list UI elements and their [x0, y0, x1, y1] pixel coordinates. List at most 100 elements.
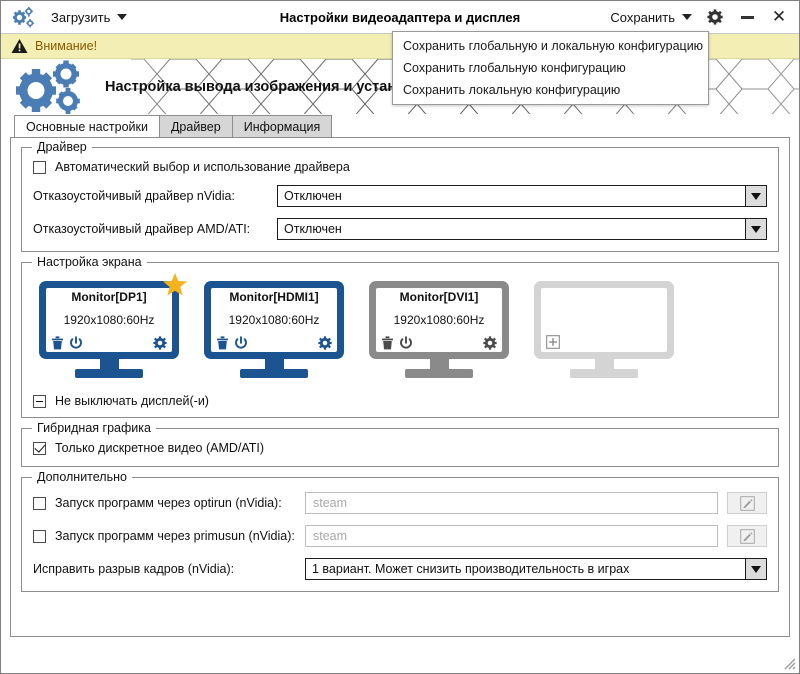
tab-content-panel: Драйвер Автоматический выбор и использов… — [10, 137, 790, 637]
chevron-down-icon[interactable] — [745, 186, 766, 206]
driver-group-legend: Драйвер — [32, 140, 92, 154]
warning-triangle-icon — [11, 39, 28, 53]
save-dropdown-menu[interactable]: Сохранить глобальную и локальную конфигу… — [392, 31, 709, 105]
close-icon: ✕ — [771, 7, 787, 26]
title-bar: Загрузить Настройки видеоадаптера и дисп… — [1, 1, 799, 34]
primusun-input[interactable]: steam — [305, 525, 718, 547]
gear-icon[interactable] — [153, 336, 167, 350]
tearfix-row: Исправить разрыв кадров (nVidia): 1 вари… — [33, 558, 767, 580]
save-menu-button[interactable]: Сохранить — [610, 10, 692, 25]
discrete-only-checkbox[interactable] — [33, 441, 46, 455]
tab-label: Основные настройки — [26, 119, 148, 134]
monitor-resolution: 1920x1080:60Hz — [228, 312, 320, 327]
monitor-resolution: 1920x1080:60Hz — [63, 312, 155, 327]
amd-fallback-value: Отключен — [284, 222, 342, 236]
plus-box-icon[interactable] — [546, 335, 560, 349]
nvidia-fallback-row: Отказоустойчивый драйвер nVidia: Отключе… — [33, 185, 767, 207]
tab-label: Информация — [243, 119, 321, 134]
auto-driver-row[interactable]: Автоматический выбор и использование дра… — [33, 160, 767, 174]
monitor-stand — [39, 359, 179, 378]
nvidia-fallback-value: Отключен — [284, 189, 342, 203]
monitor-name: Monitor[DVI1] — [399, 290, 479, 304]
monitor-screen: Monitor[DVI1] 1920x1080:60Hz — [369, 281, 509, 359]
nvidia-fallback-combobox[interactable]: Отключен — [277, 185, 767, 207]
power-icon[interactable] — [399, 336, 413, 350]
app-gears-icon — [11, 6, 37, 28]
tearfix-combobox[interactable]: 1 вариант. Может снизить производительно… — [305, 558, 767, 580]
amd-fallback-row: Отказоустойчивый драйвер AMD/ATI: Отключ… — [33, 218, 767, 240]
chevron-down-icon[interactable] — [745, 219, 766, 239]
discrete-only-row[interactable]: Только дискретное видео (AMD/ATI) — [33, 441, 767, 455]
monitor-stand — [534, 359, 674, 378]
monitor-screen: Monitor[DP1] 1920x1080:60Hz — [39, 281, 179, 359]
hybrid-group-legend: Гибридная графика — [32, 421, 156, 435]
keep-displays-on-row[interactable]: Не выключать дисплей(-и) — [33, 394, 767, 408]
monitor-screen: Monitor[HDMI1] 1920x1080:60Hz — [204, 281, 344, 359]
menu-item-save-global[interactable]: Сохранить глобальную конфигурацию — [403, 61, 626, 75]
power-icon[interactable] — [69, 336, 83, 350]
menu-item-save-local[interactable]: Сохранить локальную конфигурацию — [403, 83, 621, 97]
menu-item-save-global-and-local[interactable]: Сохранить глобальную и локальную конфигу… — [403, 39, 704, 53]
resize-grip[interactable] — [783, 657, 796, 670]
tearfix-label: Исправить разрыв кадров (nVidia): — [33, 562, 235, 576]
monitor-card-dp1[interactable]: Monitor[DP1] 1920x1080:60Hz — [39, 273, 187, 378]
optirun-input[interactable]: steam — [305, 492, 718, 514]
tab-label: Драйвер — [170, 119, 221, 134]
monitor-resolution: 1920x1080:60Hz — [393, 312, 485, 327]
primusun-label: Запуск программ через primusun (nVidia): — [55, 529, 295, 543]
screen-settings-group: Настройка экрана Monitor[DP1] 1920x1080:… — [21, 255, 779, 418]
discrete-only-label: Только дискретное видео (AMD/ATI) — [55, 441, 265, 455]
monitor-stand — [204, 359, 344, 378]
gear-icon[interactable] — [483, 336, 497, 350]
primusun-edit-button[interactable] — [727, 525, 767, 547]
banner-gears-logo-icon — [15, 60, 99, 114]
trash-icon[interactable] — [51, 336, 64, 350]
auto-driver-checkbox[interactable] — [33, 160, 46, 174]
primusun-checkbox[interactable] — [33, 529, 46, 543]
pencil-icon — [739, 528, 755, 544]
primary-star-icon — [163, 273, 187, 296]
gear-icon[interactable] — [318, 336, 332, 350]
trash-icon[interactable] — [381, 336, 394, 350]
tab-information[interactable]: Информация — [231, 115, 333, 137]
primusun-row: Запуск программ через primusun (nVidia):… — [33, 525, 767, 547]
power-icon[interactable] — [234, 336, 248, 350]
load-menu-button[interactable]: Загрузить — [51, 9, 128, 25]
save-menu-label: Сохранить — [610, 9, 675, 25]
minimize-button[interactable] — [738, 8, 756, 26]
optirun-checkbox[interactable] — [33, 496, 46, 510]
tab-main-settings[interactable]: Основные настройки — [14, 115, 160, 137]
amd-fallback-combobox[interactable]: Отключен — [277, 218, 767, 240]
monitor-name: Monitor[DP1] — [71, 290, 147, 304]
keep-displays-on-checkbox[interactable] — [33, 394, 46, 408]
load-menu-label: Загрузить — [51, 9, 111, 25]
chevron-down-icon — [117, 14, 128, 20]
keep-displays-on-label: Не выключать дисплей(-и) — [55, 394, 209, 408]
additional-group: Дополнительно Запуск программ через opti… — [21, 470, 779, 592]
monitor-card-add-new[interactable] — [534, 281, 674, 378]
hybrid-graphics-group: Гибридная графика Только дискретное виде… — [21, 421, 779, 467]
additional-group-legend: Дополнительно — [32, 470, 132, 484]
monitor-screen — [534, 281, 674, 359]
close-button[interactable]: ✕ — [770, 8, 788, 26]
tab-strip: Основные настройки Драйвер Информация — [14, 114, 799, 137]
nvidia-fallback-label: Отказоустойчивый драйвер nVidia: — [33, 189, 235, 203]
chevron-down-icon[interactable] — [745, 559, 766, 579]
monitor-name: Monitor[HDMI1] — [229, 290, 319, 304]
optirun-label: Запуск программ через optirun (nVidia): — [55, 496, 282, 510]
screen-group-legend: Настройка экрана — [32, 255, 147, 269]
amd-fallback-label: Отказоустойчивый драйвер AMD/ATI: — [33, 222, 251, 236]
settings-gear-icon[interactable] — [706, 8, 724, 26]
auto-driver-label: Автоматический выбор и использование дра… — [55, 160, 350, 174]
trash-icon[interactable] — [216, 336, 229, 350]
monitor-card-dvi1[interactable]: Monitor[DVI1] 1920x1080:60Hz — [369, 281, 509, 378]
minimize-icon — [740, 15, 754, 19]
tab-driver[interactable]: Драйвер — [158, 115, 233, 137]
pencil-icon — [739, 495, 755, 511]
warning-text: Внимание! — [35, 39, 98, 53]
optirun-edit-button[interactable] — [727, 492, 767, 514]
chevron-down-icon — [682, 14, 692, 20]
tearfix-value: 1 вариант. Может снизить производительно… — [312, 562, 630, 576]
monitor-card-hdmi1[interactable]: Monitor[HDMI1] 1920x1080:60Hz — [204, 281, 344, 378]
